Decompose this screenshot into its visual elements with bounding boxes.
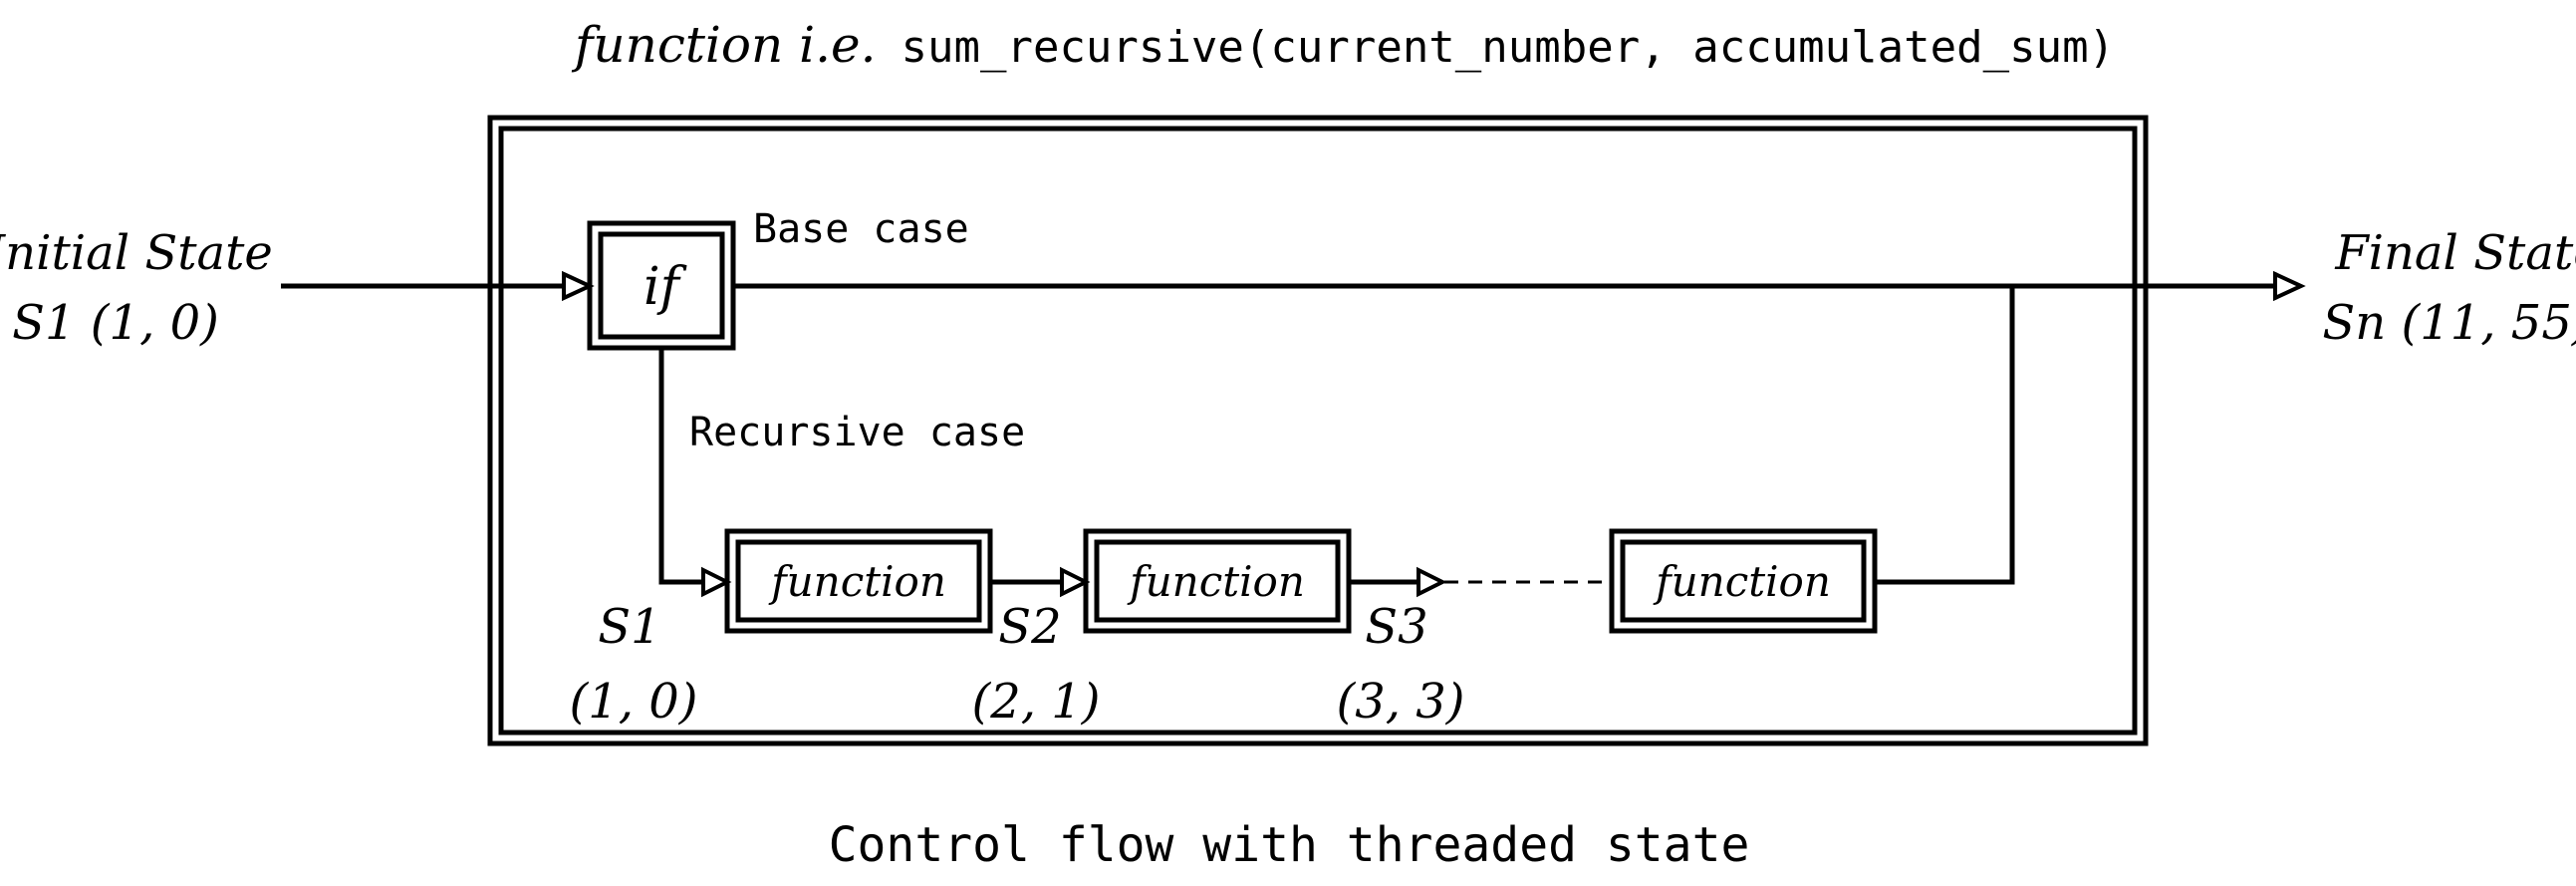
arrow-function2-to-ellipsis	[1349, 566, 1447, 598]
state-s1-name: S1	[598, 599, 660, 655]
title: function i.e. sum_recursive(current_numb…	[571, 16, 2115, 74]
arrow-function1-to-function2	[990, 566, 1091, 598]
recursive-case-arrow	[658, 348, 732, 598]
state-s3-value: (3, 3)	[1336, 674, 1464, 730]
if-box: if	[587, 220, 736, 351]
initial-state-label: Initial State	[0, 225, 273, 281]
caption: Control flow with threaded state	[829, 817, 1750, 873]
state-s3-name: S3	[1365, 599, 1427, 655]
state-s1-value: (1, 0)	[569, 674, 697, 730]
function-box-3: function	[1609, 528, 1878, 634]
recursive-case-label: Recursive case	[689, 410, 1025, 455]
function-boundary	[487, 115, 2149, 746]
title-signature: sum_recursive(current_number, accumulate…	[902, 22, 2116, 73]
if-label: if	[644, 257, 687, 317]
function-box-3-label: function	[1653, 557, 1831, 606]
function-box-2: function	[1083, 528, 1352, 634]
state-s2-value: (2, 1)	[971, 674, 1100, 730]
state-s2-name: S2	[998, 599, 1061, 655]
base-case-label: Base case	[753, 206, 969, 252]
base-case-arrow	[733, 270, 2306, 302]
return-path	[1875, 286, 2015, 585]
function-box-2-label: function	[1127, 557, 1305, 606]
function-box-1: function	[724, 528, 993, 634]
final-state-value: Sn (11, 55)	[2322, 295, 2576, 351]
initial-state-value: S1 (1, 0)	[12, 295, 219, 351]
final-state-label: Final State	[2334, 225, 2576, 281]
input-arrow	[281, 270, 595, 302]
title-prefix: function i.e.	[571, 16, 877, 74]
function-box-1-label: function	[768, 557, 946, 606]
